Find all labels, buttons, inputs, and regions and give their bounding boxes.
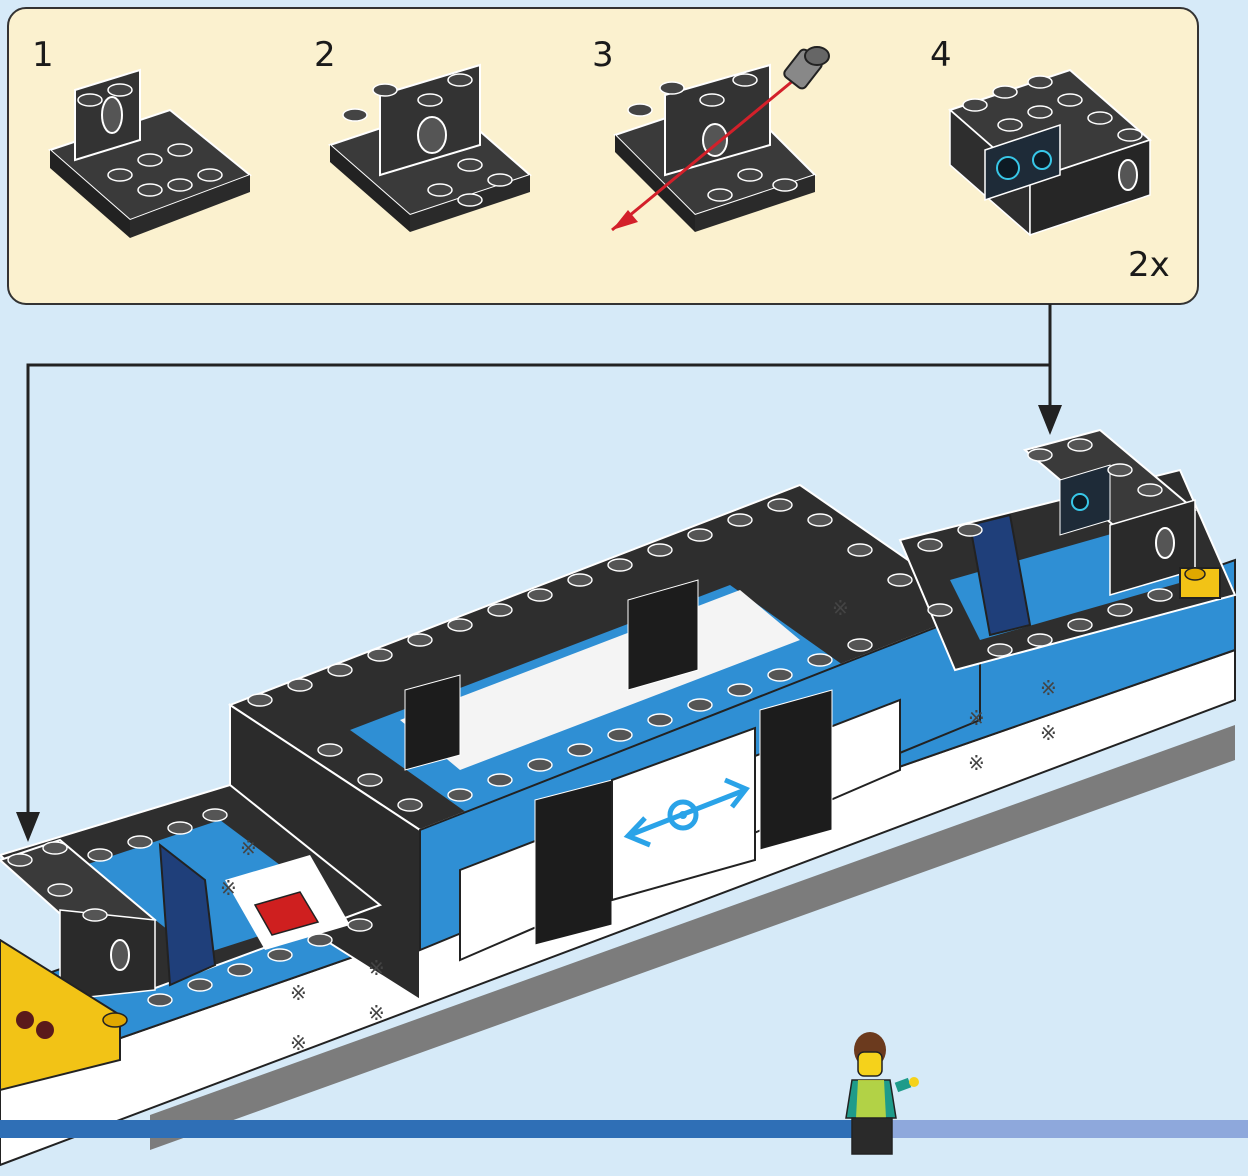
svg-text:※: ※ (968, 706, 985, 730)
callout-box (7, 7, 1199, 305)
pin-icon (783, 46, 830, 90)
left-cab-seat (158, 842, 217, 987)
step-3-brick-icon (611, 46, 830, 232)
rail-bar-light (860, 1120, 1248, 1138)
step-1-brick-icon (48, 68, 252, 238)
insert-arrow (611, 73, 801, 232)
step-4-dashboard-brick-icon (948, 68, 1152, 237)
step-2-brick-icon (328, 63, 532, 232)
train-logo-icon (623, 777, 750, 848)
side-vent (404, 579, 833, 946)
dashboard-icon (996, 156, 1020, 180)
svg-text:※: ※ (832, 596, 849, 620)
svg-text:※: ※ (220, 876, 237, 900)
svg-text:※: ※ (368, 956, 385, 980)
cab-seat (968, 513, 1032, 637)
step-number-2: 2 (314, 35, 336, 75)
step-number-3: 3 (592, 35, 614, 75)
svg-text:※: ※ (968, 751, 985, 775)
svg-text:※: ※ (1040, 721, 1057, 745)
svg-text:※: ※ (368, 1001, 385, 1025)
step-number-1: 1 (32, 35, 54, 75)
quantity-multiplier: 2x (1128, 245, 1170, 285)
rail-bar (0, 1120, 860, 1138)
arrow-down-left (16, 812, 40, 842)
svg-text:※: ※ (1040, 676, 1057, 700)
arrow-down-right (1038, 405, 1062, 435)
train-model: ※※ ※※ ※※ ※※ ※※ ※ (0, 428, 1237, 1167)
minifigure-icon (845, 1032, 919, 1155)
svg-text:※: ※ (290, 981, 307, 1005)
step-number-4: 4 (930, 35, 952, 75)
svg-text:※: ※ (240, 836, 257, 860)
svg-text:※: ※ (290, 1031, 307, 1055)
